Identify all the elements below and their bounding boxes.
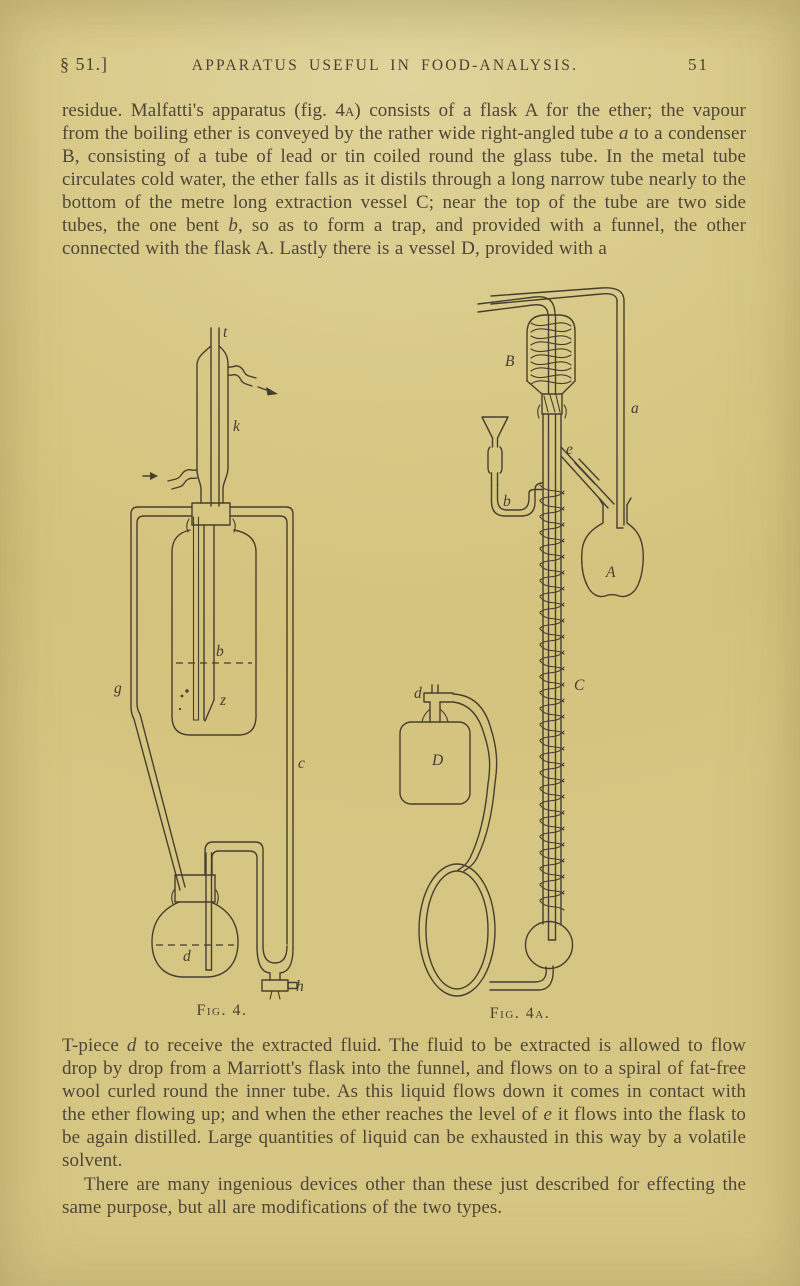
fig4-label-z: z (219, 692, 226, 709)
fig4a-label-d: d (414, 685, 422, 702)
fig4a-label-B: B (505, 353, 515, 370)
fig4a-label-C: C (574, 677, 585, 694)
fig4a-label-e: e (566, 441, 573, 458)
fig4-label-t: t (223, 324, 228, 341)
fig4-label-c: c (298, 755, 305, 772)
fig4-label-g: g (114, 680, 122, 697)
fig4-label-b: b (216, 643, 224, 660)
fig4a-label-b: b (503, 493, 511, 510)
fig4a-label-a: a (631, 400, 639, 417)
paragraph-3: There are many ingenious devices other t… (62, 1174, 746, 1218)
water-in-arrow-icon (150, 472, 158, 480)
figure-4-caption: Fig. 4. (196, 1002, 248, 1019)
paragraph-2: T-piece d to receive the extracted fluid… (62, 1035, 746, 1171)
water-out-arrow-icon (266, 387, 278, 396)
fig4a-label-A: A (605, 564, 616, 581)
figure-4a-drawing: B a b e A C d D (399, 287, 644, 997)
figure-4-drawing: t k b z g c d h (114, 324, 305, 1000)
section-marker: § 51.] (60, 54, 108, 74)
fig4-label-k: k (233, 418, 241, 435)
fig4a-label-D: D (431, 752, 443, 769)
page-number: 51 (688, 55, 709, 74)
figure-4a-caption: Fig. 4a. (489, 1005, 551, 1022)
paragraph-1: residue. Malfatti's apparatus (fig. 4a) … (62, 100, 747, 259)
running-title: APPARATUS USEFUL IN FOOD-ANALYSIS. (191, 57, 579, 74)
fig4-label-d: d (183, 948, 191, 965)
fig4-label-h: h (296, 978, 304, 995)
